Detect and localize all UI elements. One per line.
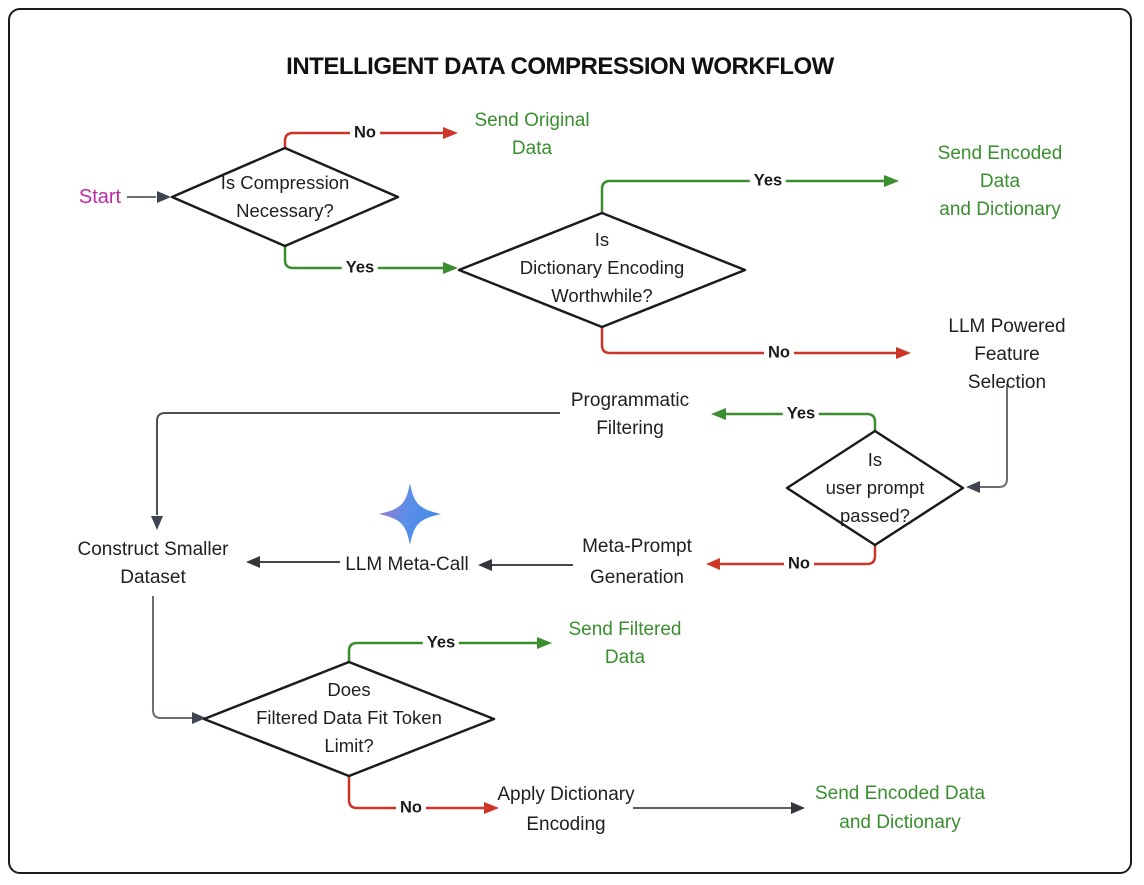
arrowhead-applydict-to-sendencoded — [791, 802, 805, 814]
decision-token-limit-label: Does Filtered Data Fit Token Limit? — [256, 679, 442, 756]
page-title: INTELLIGENT DATA COMPRESSION WORKFLOW — [286, 53, 834, 80]
decision-diamond-dictionary — [457, 211, 747, 329]
canvas-border — [8, 8, 1132, 874]
edge-label-decision1-no: No — [350, 123, 380, 143]
edge-decision2-yes — [600, 179, 884, 213]
decision-user-prompt-label: Is user prompt passed? — [825, 449, 925, 526]
send-encoded-data-bottom-label: Send Encoded Data and Dictionary — [814, 783, 986, 833]
llm-feature-selection-label: LLM Powered Feature Selection — [948, 316, 1066, 393]
llm-meta-call-label: LLM Meta-Call — [345, 554, 469, 575]
send-original-data-label: Send Original Data — [474, 110, 590, 159]
arrowhead-metaprompt-to-llmmetacall — [478, 559, 492, 571]
arrowhead-decision1-no — [443, 127, 458, 139]
arrowhead-start-to-decision1 — [157, 191, 171, 203]
arrowhead-decision2-yes — [884, 175, 899, 187]
edge-label-decision2-no: No — [764, 343, 794, 363]
edge-label-decision2-yes: Yes — [749, 171, 787, 191]
arrowhead-construct-to-decision4 — [192, 712, 206, 724]
arrowhead-decision1-yes — [443, 262, 458, 274]
arrowhead-decision3-no — [706, 558, 720, 570]
gemini-sparkle-icon — [379, 483, 441, 545]
send-filtered-data-label: Send Filtered Data — [568, 619, 682, 668]
edge-decision2-no — [600, 327, 896, 355]
edge-decision1-no — [283, 131, 443, 148]
edge-decision1-yes — [283, 246, 443, 270]
arrowhead-llmmetacall-to-construct — [246, 556, 260, 568]
decision-diamond-token-limit — [202, 660, 496, 778]
decision-compression-label: Is Compression Necessary? — [220, 172, 350, 221]
edge-decision4-no — [347, 776, 484, 810]
arrowhead-decision4-yes — [537, 637, 552, 649]
decision-diamond-compression — [170, 146, 400, 248]
edge-decision3-yes — [726, 412, 877, 431]
arrowhead-featuresel-to-decision3 — [966, 481, 980, 493]
edge-construct-to-decision4 — [152, 596, 192, 719]
apply-dictionary-encoding-label: Apply Dictionary Encoding — [497, 784, 635, 835]
edge-decision4-yes — [347, 641, 537, 662]
edge-decision3-no — [720, 545, 877, 566]
start-label: Start — [78, 186, 122, 208]
decision-diamond-user-prompt — [785, 429, 965, 547]
arrowhead-decision3-yes — [711, 408, 726, 420]
programmatic-filtering-label: Programmatic Filtering — [570, 390, 690, 439]
edge-label-decision1-yes: Yes — [341, 258, 379, 278]
meta-prompt-generation-label: Meta-Prompt Generation — [582, 536, 692, 588]
edge-label-decision3-yes: Yes — [782, 404, 820, 424]
edge-progfilter-to-construct — [156, 412, 560, 515]
edge-label-decision4-no: No — [396, 798, 426, 818]
edge-featuresel-to-decision3 — [980, 384, 1008, 488]
construct-smaller-dataset-label: Construct Smaller Dataset — [77, 539, 229, 588]
arrowhead-progfilter-to-construct — [151, 516, 163, 530]
arrowhead-decision2-no — [896, 347, 911, 359]
send-encoded-data-top-label: Send Encoded Data and Dictionary — [937, 143, 1063, 220]
decision-dictionary-label: Is Dictionary Encoding Worthwhile? — [519, 229, 685, 306]
arrowhead-decision4-no — [484, 802, 499, 814]
edge-label-decision4-yes: Yes — [422, 633, 460, 653]
edge-label-decision3-no: No — [784, 554, 814, 574]
